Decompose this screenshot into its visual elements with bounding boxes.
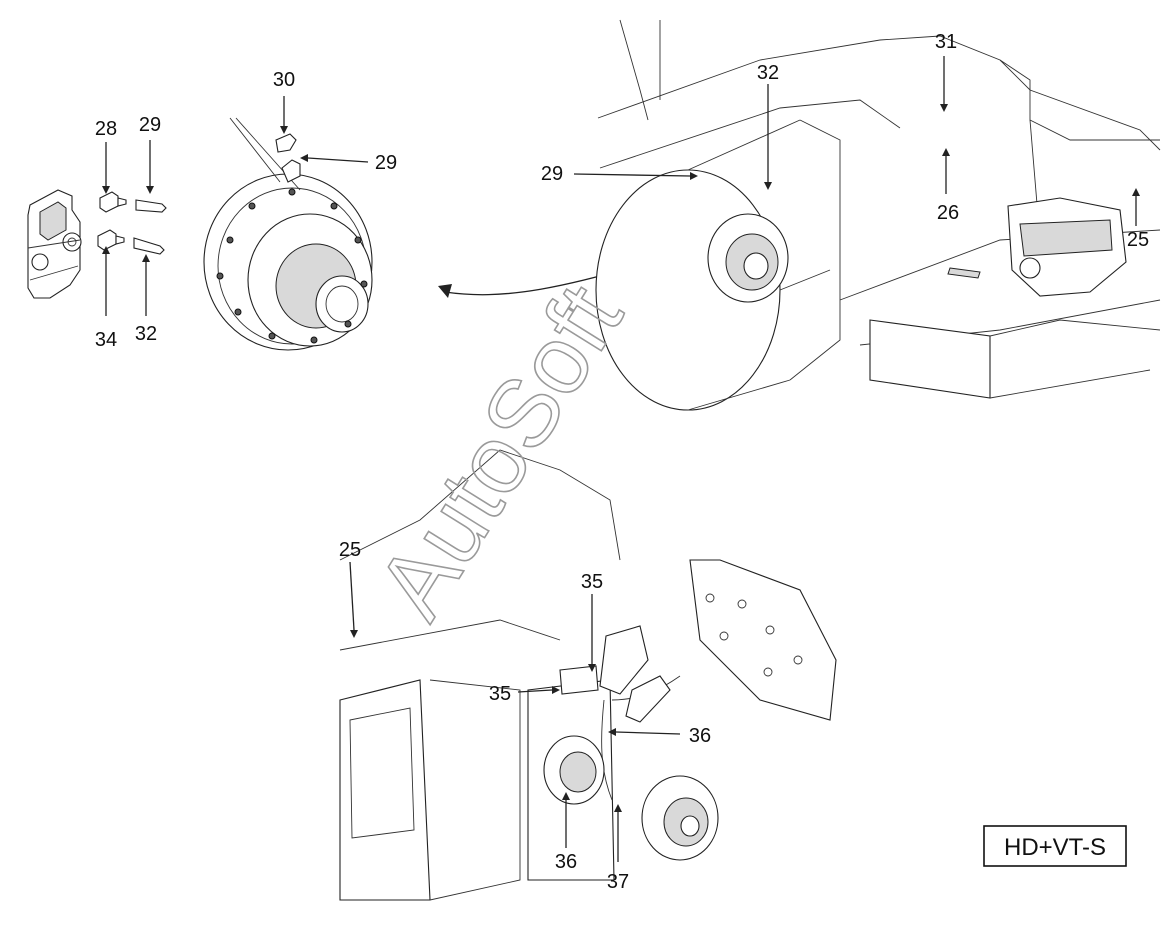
variant-label: HD+VT-S — [1004, 834, 1106, 861]
assembly-arrowhead — [438, 284, 452, 298]
callout-29-fitting: 29 — [139, 114, 161, 136]
fitting-28 — [99, 191, 127, 213]
hydraulic-pump-assembly — [1007, 197, 1127, 297]
callout-25-rear: 25 — [339, 539, 361, 561]
callout-29-frame: 29 — [541, 163, 563, 185]
callout-35-upper: 35 — [581, 571, 603, 593]
drum-drive-motor — [707, 213, 789, 303]
rear-drive-motor-left — [543, 735, 605, 805]
fitting-34 — [97, 229, 125, 251]
leader-lines — [105, 56, 1137, 862]
callout-31: 31 — [935, 31, 957, 53]
callout-32-frame: 32 — [757, 62, 779, 84]
leader-arrowheads — [102, 104, 1140, 812]
callout-30: 30 — [273, 69, 295, 91]
callout-28: 28 — [95, 118, 117, 140]
callout-36-right: 36 — [689, 725, 711, 747]
hydraulic-hose-pair — [599, 625, 671, 723]
fitting-30 — [275, 133, 297, 153]
callout-25-frame: 25 — [1127, 229, 1149, 251]
fitting-29-top — [281, 159, 301, 183]
callout-26: 26 — [937, 202, 959, 224]
hose-fitting-32-left — [133, 237, 165, 255]
callout-36-bottom: 36 — [555, 851, 577, 873]
callout-35-lower: 35 — [489, 683, 511, 705]
valve-block — [27, 189, 82, 299]
rear-drive-motor-right — [641, 775, 719, 861]
callout-34: 34 — [95, 329, 117, 351]
callout-37: 37 — [607, 871, 629, 893]
hose-fitting-29-left — [135, 199, 167, 213]
callout-32-fitting: 32 — [135, 323, 157, 345]
drive-motor-detail — [203, 117, 373, 351]
variant-label-box: HD+VT-S — [983, 825, 1127, 867]
callout-29-motor: 29 — [375, 152, 397, 174]
machine-frame-top — [597, 19, 1161, 399]
